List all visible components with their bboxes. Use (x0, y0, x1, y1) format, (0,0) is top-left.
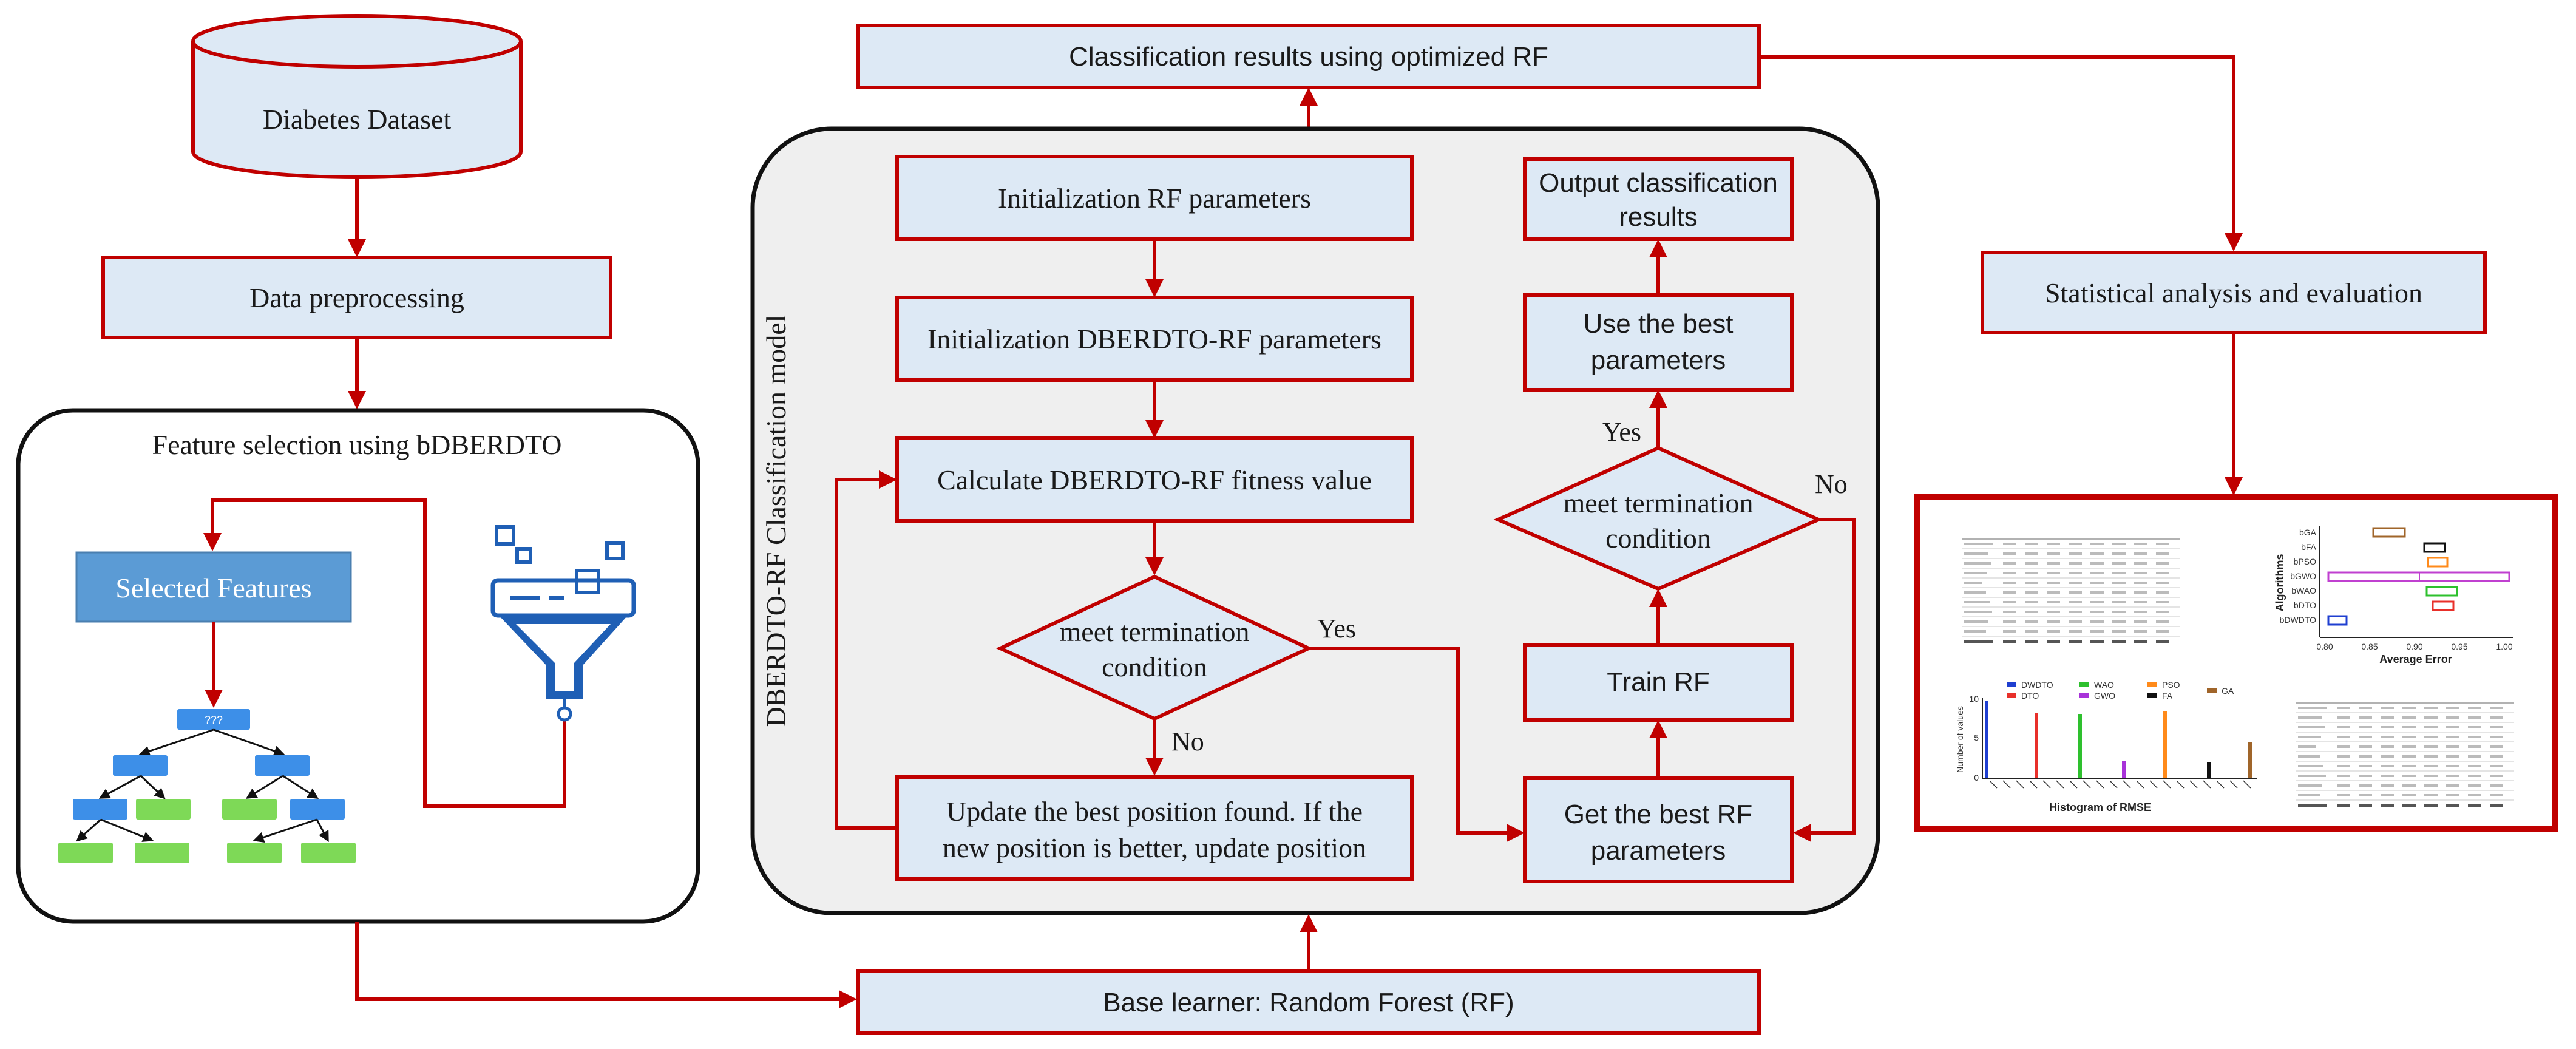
svg-text:0.95: 0.95 (2451, 642, 2467, 651)
results-table-thumbnail-1 (1962, 527, 2180, 648)
decision-tree-icon: ??? (58, 709, 356, 863)
svg-text:bPSO: bPSO (2294, 557, 2316, 566)
boxplot-thumbnail: Algorithms Average Error bGA bFA bPSO bG… (2274, 526, 2513, 665)
update-position-box: Update the best position found. If the n… (895, 775, 1414, 881)
feature-selection-title: Feature selection using bDBERDTO (152, 429, 562, 460)
feature-selection-panel: Feature selection using bDBERDTO Selecte… (16, 408, 700, 924)
arrow-yes-to-get-best (1309, 647, 1525, 842)
classification-results-label: Classification results using optimized R… (1069, 42, 1548, 72)
svg-text:meet termination: meet termination (1060, 616, 1250, 647)
svg-text:Algorithms: Algorithms (2274, 554, 2286, 611)
svg-text:condition: condition (1605, 523, 1711, 554)
no-right-label: No (1815, 469, 1848, 499)
termination-left-diamond: meet termination condition (995, 574, 1313, 721)
svg-text:PSO: PSO (2162, 680, 2180, 690)
arrow-no-to-get-best (1793, 518, 1856, 842)
svg-text:parameters: parameters (1591, 345, 1726, 375)
results-table-thumbnail-2 (2296, 702, 2514, 807)
svg-text:FA: FA (2162, 691, 2173, 701)
svg-text:bGA: bGA (2299, 528, 2317, 537)
svg-text:Initialization DBERDTO-RF para: Initialization DBERDTO-RF parameters (927, 324, 1381, 355)
svg-text:WAO: WAO (2094, 680, 2114, 690)
arrow-funnel-to-selected (203, 498, 566, 808)
classification-results-box: Classification results using optimized R… (856, 24, 1761, 89)
init-rf-box: Initialization RF parameters (895, 155, 1414, 241)
train-rf-box: Train RF (1523, 643, 1794, 722)
init-dberdto-box: Initialization DBERDTO-RF parameters (895, 296, 1414, 382)
svg-text:GWO: GWO (2094, 691, 2115, 701)
filter-funnel-icon (490, 525, 636, 722)
svg-text:results: results (1619, 202, 1698, 232)
svg-text:10: 10 (1969, 694, 1979, 704)
svg-text:Statistical analysis and evalu: Statistical analysis and evaluation (2045, 277, 2422, 308)
use-best-box: Use the best parameters (1523, 293, 1794, 392)
svg-text:bDWDTO: bDWDTO (2280, 615, 2317, 625)
svg-text:new position is better, update: new position is better, update position (943, 832, 1366, 863)
svg-text:0.85: 0.85 (2361, 642, 2378, 651)
base-learner-box: Base learner: Random Forest (RF) (856, 969, 1761, 1035)
arrow-results-to-stats (1759, 55, 2243, 251)
svg-text:Output classification: Output classification (1539, 168, 1778, 198)
no-left-label: No (1171, 727, 1204, 756)
svg-text:bDTO: bDTO (2294, 600, 2316, 610)
histogram-legend: DWDTO DTO WAO GWO PSO FA GA (2007, 680, 2234, 701)
svg-text:DTO: DTO (2021, 691, 2039, 701)
svg-text:1.00: 1.00 (2496, 642, 2512, 651)
svg-text:Use the best: Use the best (1583, 309, 1733, 339)
selected-features-label: Selected Features (115, 572, 311, 603)
stats-box: Statistical analysis and evaluation (1981, 251, 2487, 334)
svg-text:bGWO: bGWO (2290, 571, 2316, 581)
svg-text:5: 5 (1974, 733, 1979, 742)
histogram-thumbnail: Number of values 0 5 10 Histogram of RMS… (1955, 680, 2257, 813)
output-box: Output classification results (1523, 157, 1794, 241)
get-best-box: Get the best RF parameters (1523, 776, 1794, 883)
termination-right-diamond: meet termination condition (1493, 446, 1823, 591)
dataset-cylinder: Diabetes Dataset (191, 14, 523, 179)
yes-left-label: Yes (1317, 614, 1356, 643)
evaluation-results-panel: Algorithms Average Error bGA bFA bPSO bG… (1914, 494, 2558, 832)
svg-text:Number of values: Number of values (1955, 706, 1965, 773)
svg-text:Update the best position found: Update the best position found. If the (946, 796, 1363, 827)
svg-text:Histogram of RMSE: Histogram of RMSE (2049, 801, 2151, 813)
base-learner-label: Base learner: Random Forest (RF) (1103, 988, 1514, 1017)
svg-text:Calculate DBERDTO-RF fitness v: Calculate DBERDTO-RF fitness value (937, 464, 1372, 495)
svg-text:Train RF: Train RF (1607, 667, 1710, 697)
svg-text:parameters: parameters (1591, 836, 1726, 866)
svg-text:meet termination: meet termination (1564, 487, 1754, 518)
svg-text:Get the best RF: Get the best RF (1564, 799, 1753, 829)
preprocessing-label: Data preprocessing (249, 282, 464, 313)
svg-text:condition: condition (1102, 651, 1207, 682)
fitness-box: Calculate DBERDTO-RF fitness value (895, 436, 1414, 523)
svg-text:0: 0 (1974, 773, 1979, 783)
svg-text:Average Error: Average Error (2379, 653, 2452, 665)
model-title: DBERDTO-RF Classification model (761, 315, 791, 727)
arrow-selection-to-base-learner (355, 922, 857, 1008)
svg-text:0.80: 0.80 (2316, 642, 2333, 651)
preprocessing-box: Data preprocessing (101, 256, 612, 339)
svg-text:bWAO: bWAO (2291, 586, 2316, 596)
arrow-update-to-fitness (835, 470, 897, 830)
svg-text:bFA: bFA (2301, 542, 2317, 552)
svg-text:???: ??? (205, 714, 223, 726)
svg-text:DWDTO: DWDTO (2021, 680, 2053, 690)
dataset-label: Diabetes Dataset (263, 104, 452, 135)
svg-text:0.90: 0.90 (2406, 642, 2422, 651)
svg-text:Initialization RF parameters: Initialization RF parameters (998, 183, 1311, 214)
yes-right-label: Yes (1602, 417, 1641, 447)
svg-text:GA: GA (2222, 686, 2234, 696)
selected-features-box (75, 551, 352, 623)
